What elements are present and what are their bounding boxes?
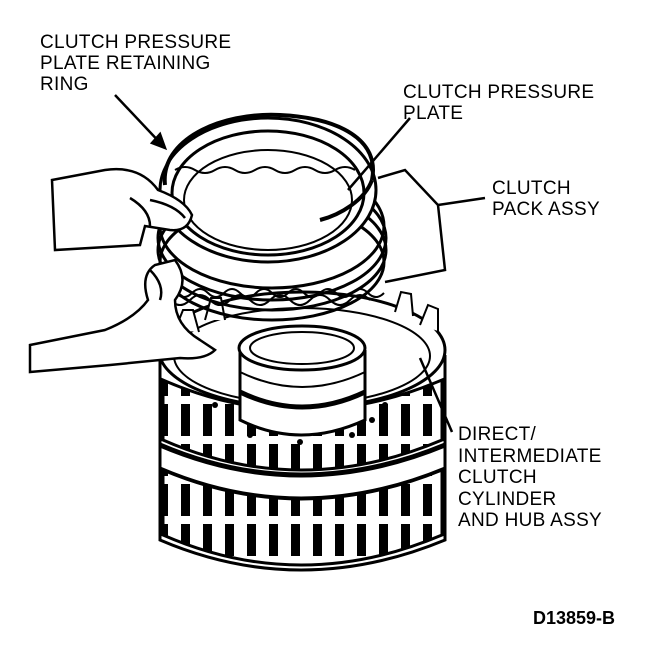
- leader-lines: [114, 94, 486, 433]
- label-cylinder-hub-line-5: AND HUB ASSY: [458, 510, 603, 531]
- label-cylinder-hub-line-3: CLUTCH: [458, 467, 537, 488]
- hands: [28, 167, 217, 374]
- cylinder-hub-drum: [157, 290, 447, 572]
- label-pressure-plate-line-1: CLUTCH PRESSURE: [403, 82, 595, 103]
- label-pressure-plate: CLUTCH PRESSURE PLATE: [403, 82, 594, 124]
- label-pack-assy-line-2: PACK ASSY: [492, 199, 600, 220]
- label-pressure-plate-line-2: PLATE: [403, 103, 464, 124]
- label-retaining-ring-line-1: CLUTCH PRESSURE: [40, 32, 232, 53]
- label-cylinder-hub-line-1: DIRECT/: [458, 424, 537, 445]
- leader-pack-assy: [437, 196, 486, 207]
- label-retaining-ring: CLUTCH PRESSURE PLATE RETAINING RING: [40, 32, 231, 95]
- label-cylinder-hub-line-4: CYLINDER: [458, 488, 557, 510]
- bracket-pack-assy: [377, 168, 447, 284]
- leader-cylinder-hub: [418, 357, 454, 433]
- label-pack-assy: CLUTCH PACK ASSY: [492, 178, 600, 220]
- label-cylinder-hub-line-2: INTERMEDIATE: [458, 445, 602, 467]
- leader-pressure-plate: [347, 117, 411, 191]
- arrowhead-retaining-ring: [149, 131, 168, 151]
- label-retaining-ring-line-3: RING: [40, 74, 89, 95]
- pressure-plate-and-ring: [158, 112, 378, 264]
- label-pack-assy-line-1: CLUTCH: [492, 178, 571, 199]
- label-cylinder-hub: DIRECT/ INTERMEDIATE CLUTCH CYLINDER AND…: [458, 424, 602, 532]
- figure-id: D13859-B: [533, 608, 616, 628]
- label-retaining-ring-line-2: PLATE RETAINING: [40, 53, 211, 74]
